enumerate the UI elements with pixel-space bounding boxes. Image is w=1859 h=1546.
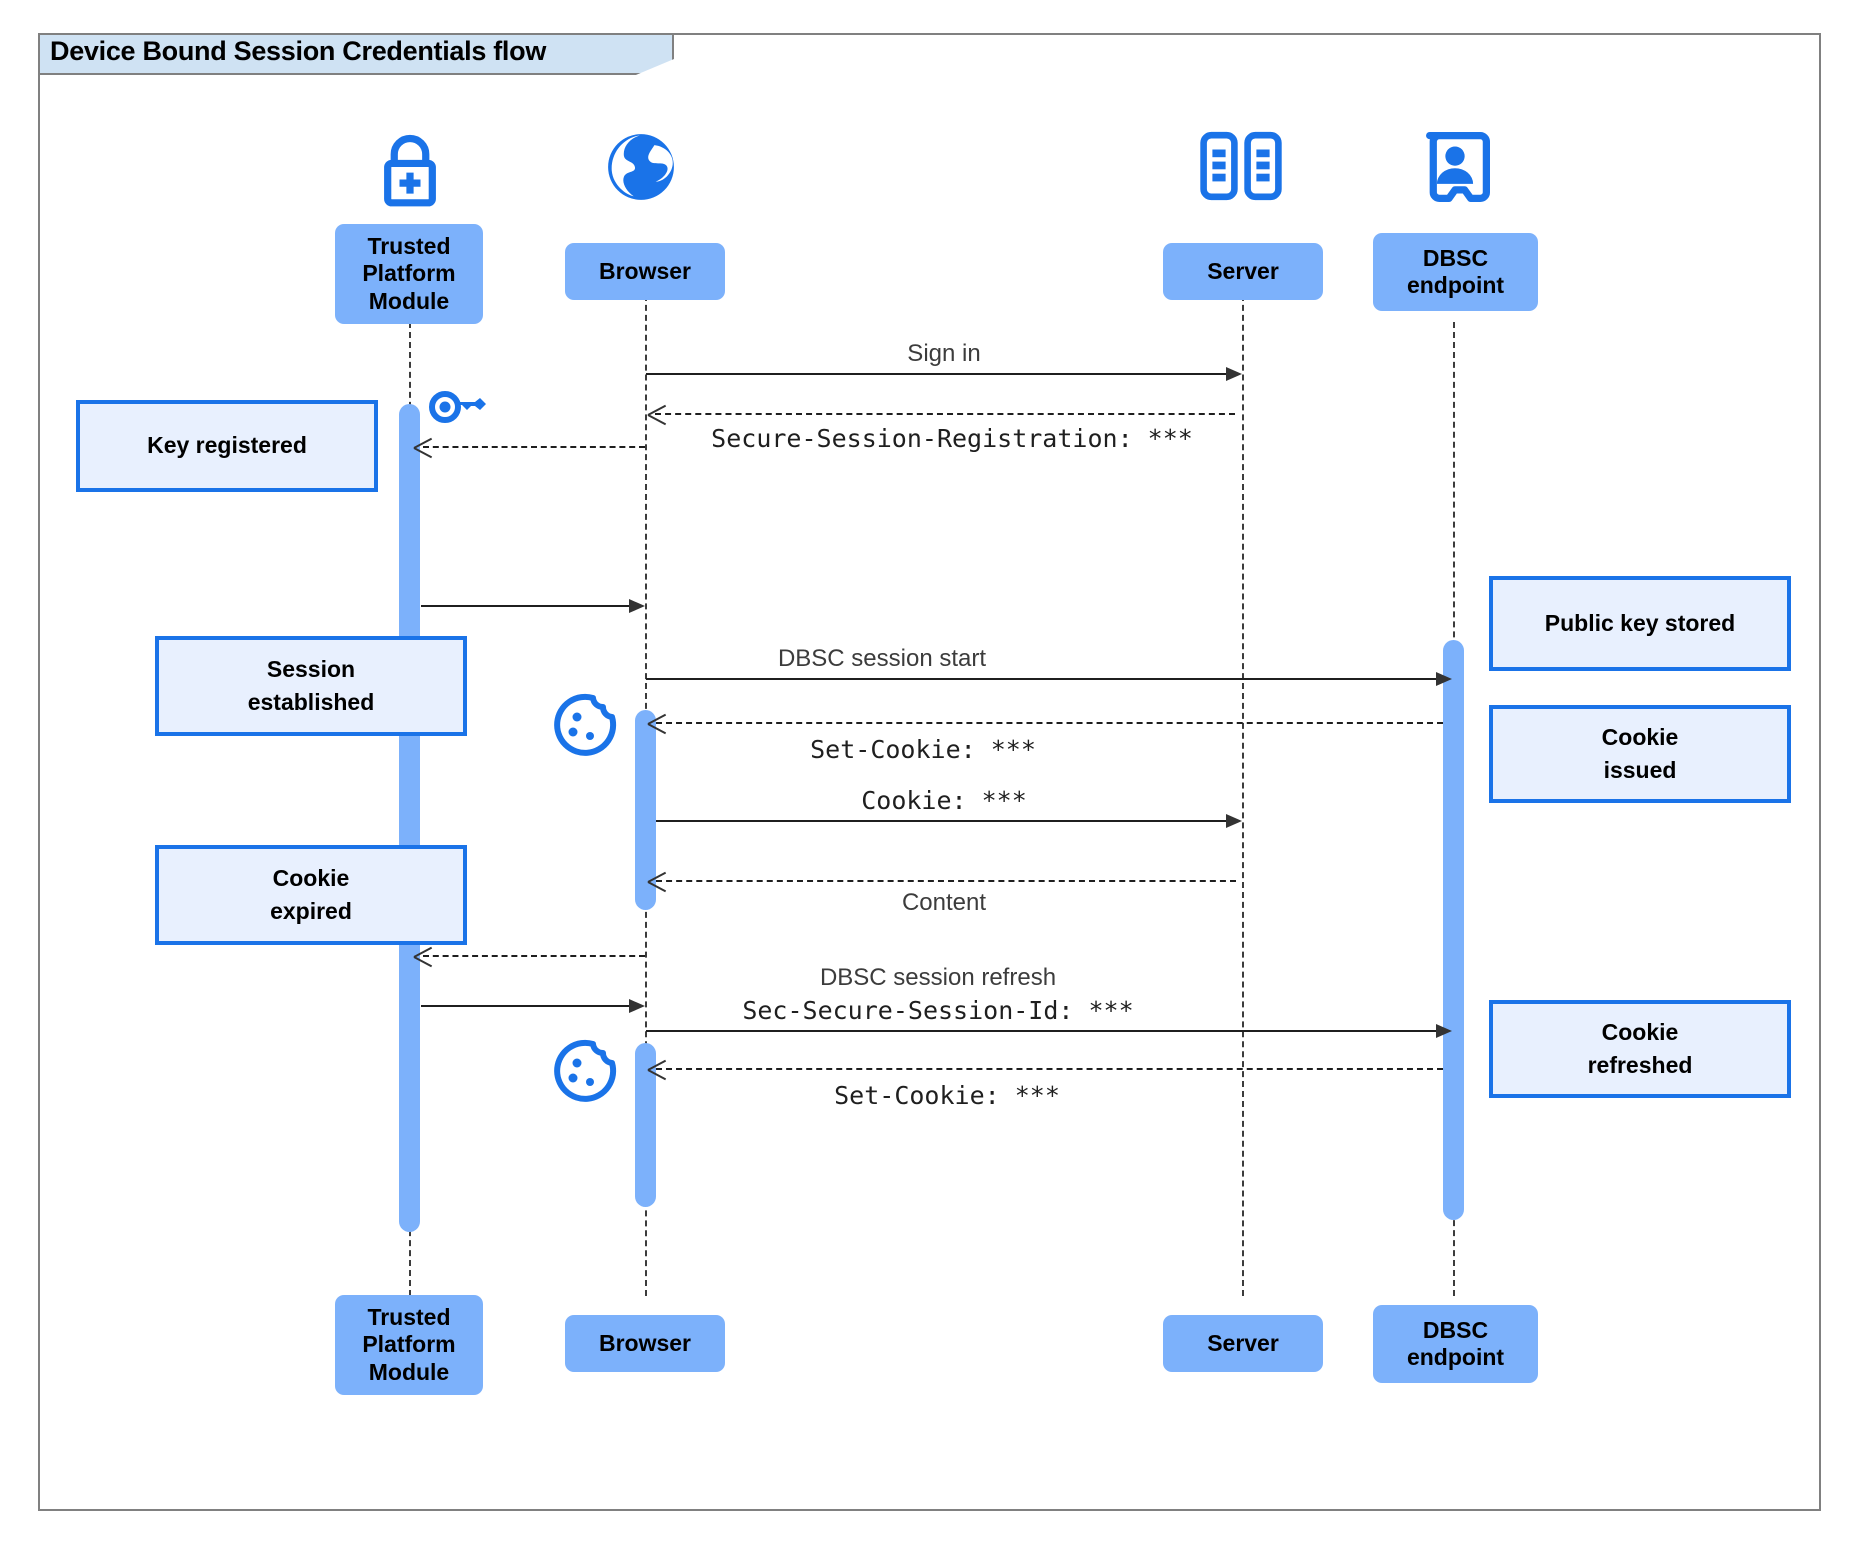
- globe-icon: [602, 128, 680, 211]
- message-label-dbsc-session-refresh: DBSC session refresh: [819, 964, 1057, 991]
- participant-tpm-top[interactable]: Trusted Platform Module: [335, 224, 483, 324]
- id-badge-icon: [1420, 128, 1490, 211]
- message-line-tpm-to-browser-key: [421, 605, 639, 607]
- message-arrow-set-cookie-2: [648, 1059, 666, 1079]
- message-arrow-content: [648, 871, 666, 891]
- activation-dbsc-1: [1443, 640, 1464, 1220]
- frame-title-label: Device Bound Session Credentials flow: [50, 36, 547, 66]
- message-line-set-cookie-2: [656, 1068, 1443, 1070]
- cookie-icon: [550, 690, 620, 765]
- note-key-registered: Key registered: [76, 400, 378, 492]
- message-arrow-secure-session-registration: [648, 404, 666, 424]
- lock-plus-icon: [368, 128, 452, 217]
- message-arrow-set-cookie-1: [648, 713, 666, 733]
- participant-tpm-bottom[interactable]: Trusted Platform Module: [335, 1295, 483, 1395]
- note-cookie-expired: Cookie expired: [155, 845, 467, 945]
- participant-dbsc-top[interactable]: DBSC endpoint: [1373, 233, 1538, 311]
- message-line-browser-to-tpm-sign: [423, 955, 645, 957]
- participant-dbsc-bottom[interactable]: DBSC endpoint: [1373, 1305, 1538, 1383]
- activation-browser-2: [635, 1043, 656, 1207]
- message-line-content: [656, 880, 1236, 882]
- participant-server-top[interactable]: Server: [1163, 243, 1323, 300]
- message-label-content: Content: [901, 889, 987, 916]
- note-session-established: Session established: [155, 636, 467, 736]
- message-label-set-cookie-1: Set-Cookie: ***: [810, 735, 1036, 764]
- activation-browser-1: [635, 710, 656, 910]
- message-line-registration-to-tpm: [423, 446, 645, 448]
- message-arrow-registration-to-tpm: [414, 437, 432, 457]
- message-arrow-tpm-to-browser-refresh: [629, 999, 645, 1013]
- message-label-set-cookie-2: Set-Cookie: ***: [834, 1081, 1060, 1110]
- key-icon: [428, 384, 490, 435]
- message-label-sign-in: Sign in: [907, 340, 981, 367]
- message-line-dbsc-session-start: [646, 678, 1441, 680]
- message-line-cookie-request: [656, 820, 1226, 822]
- message-line-tpm-to-browser-refresh: [421, 1005, 639, 1007]
- message-arrow-sign-in: [1226, 367, 1242, 381]
- message-arrow-dbsc-session-start: [1436, 672, 1452, 686]
- participant-browser-bottom[interactable]: Browser: [565, 1315, 725, 1372]
- frame-title-tab: [38, 33, 674, 75]
- diagram-frame: [38, 33, 1821, 1511]
- note-cookie-refreshed: Cookie refreshed: [1489, 1000, 1791, 1098]
- message-line-secure-session-registration: [655, 413, 1235, 415]
- lifeline-server: [1242, 285, 1244, 1296]
- message-arrow-tpm-to-browser-key: [629, 599, 645, 613]
- participant-server-bottom[interactable]: Server: [1163, 1315, 1323, 1372]
- message-label-sec-secure-session-id: Sec-Secure-Session-Id: ***: [742, 996, 1134, 1025]
- message-arrow-browser-to-tpm-sign: [414, 946, 432, 966]
- participant-browser-top[interactable]: Browser: [565, 243, 725, 300]
- server-rack-icon: [1197, 130, 1285, 207]
- cookie-icon: [550, 1036, 620, 1111]
- message-label-cookie-request: Cookie: ***: [861, 786, 1027, 815]
- message-arrow-dbsc-session-refresh: [1436, 1024, 1452, 1038]
- activation-tpm: [399, 404, 420, 1232]
- message-line-set-cookie-1: [656, 722, 1443, 724]
- message-label-dbsc-session-start: DBSC session start: [777, 645, 987, 672]
- message-arrow-cookie-request: [1226, 814, 1242, 828]
- message-line-dbsc-session-refresh: [646, 1030, 1441, 1032]
- note-cookie-issued: Cookie issued: [1489, 705, 1791, 803]
- note-public-key-stored: Public key stored: [1489, 576, 1791, 671]
- message-line-sign-in: [646, 373, 1226, 375]
- message-label-secure-session-registration: Secure-Session-Registration: ***: [711, 424, 1193, 453]
